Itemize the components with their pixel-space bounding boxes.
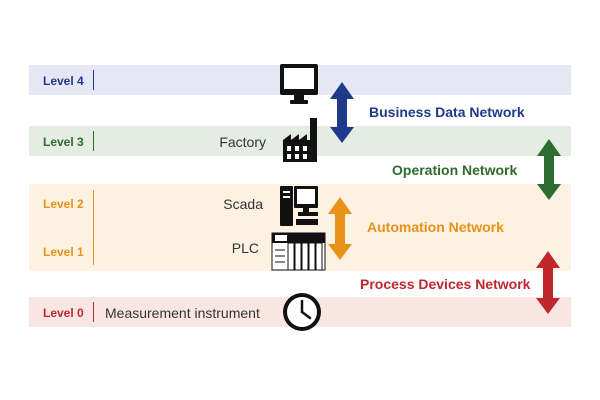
scada-label: Scada <box>223 196 263 212</box>
factory-label: Factory <box>219 134 266 150</box>
automation-network-arrow <box>328 197 352 260</box>
computer-icon <box>280 186 318 226</box>
clock-icon <box>283 293 321 331</box>
level-0-separator <box>93 302 94 322</box>
operation-network-arrow <box>537 139 561 200</box>
plc-icon <box>271 232 326 271</box>
business-network-arrow <box>330 82 354 143</box>
level-4-label: Level 4 <box>43 74 84 88</box>
level-0-label: Level 0 <box>43 306 84 320</box>
factory-icon <box>283 118 317 162</box>
level-3-separator <box>93 131 94 151</box>
business-data-network-label: Business Data Network <box>369 104 525 120</box>
operation-network-label: Operation Network <box>392 162 518 178</box>
level-2-1-separator <box>93 190 94 265</box>
level-1-label: Level 1 <box>43 245 84 259</box>
automation-network-label: Automation Network <box>367 219 504 235</box>
plc-label: PLC <box>231 240 259 256</box>
measurement-instrument-label: Measurement instrument <box>105 305 260 321</box>
level-3-label: Level 3 <box>43 135 84 149</box>
level-4-separator <box>93 70 94 90</box>
process-devices-network-arrow <box>536 251 560 314</box>
process-devices-network-label: Process Devices Network <box>360 276 531 292</box>
level-2-label: Level 2 <box>43 197 84 211</box>
monitor-icon <box>280 64 318 104</box>
